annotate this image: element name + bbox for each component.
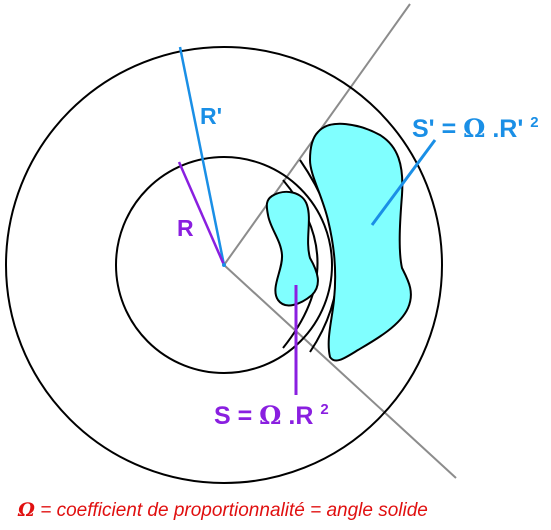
label-r: R	[177, 215, 194, 241]
cone-lower-ray	[223, 264, 457, 479]
s-prime-prefix: S' =	[412, 115, 463, 143]
s-omega: Ω	[259, 401, 281, 430]
caption-text: = coefficient de proportionnalité = angl…	[40, 500, 428, 521]
caption-omega: Ω	[17, 499, 35, 521]
center-point	[222, 263, 226, 267]
label-s-prime-formula: S' = Ω .R' 2	[412, 114, 539, 143]
caption: Ω = coefficient de proportionnalité = an…	[17, 499, 428, 521]
s-exp: 2	[320, 401, 328, 418]
area-s	[265, 190, 319, 307]
inner-sphere	[115, 156, 333, 374]
s-prime-mid: .R'	[492, 115, 523, 143]
label-s-formula: S = Ω .R 2	[214, 401, 329, 430]
label-r-prime: R'	[200, 103, 222, 129]
s-prime-exp: 2	[530, 114, 538, 131]
s-mid: .R	[288, 402, 313, 430]
outer-sphere	[5, 46, 443, 484]
s-prime-omega: Ω	[463, 114, 485, 143]
area-s-prime	[308, 122, 412, 362]
radius-r	[177, 161, 226, 266]
leader-s-prime	[370, 139, 437, 226]
s-prefix: S =	[214, 402, 259, 430]
radius-r-prime	[178, 46, 226, 266]
